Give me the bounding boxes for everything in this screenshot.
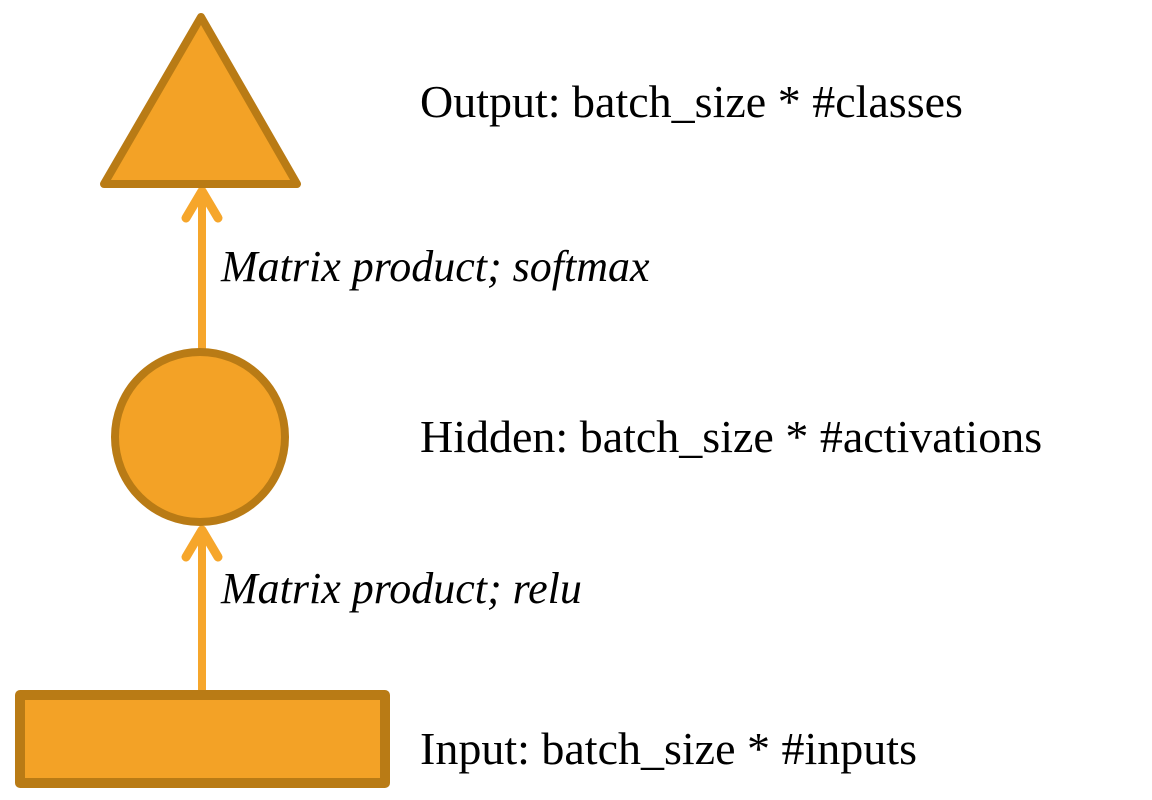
arrow-hidden-to-output <box>181 186 223 352</box>
output-node-triangle <box>100 13 301 188</box>
edge-label-softmax: Matrix product; softmax <box>220 242 650 291</box>
input-label: Input: batch_size * #inputs <box>420 723 917 774</box>
hidden-node-circle <box>111 348 289 526</box>
arrow-input-to-hidden <box>181 525 223 692</box>
edge-label-relu: Matrix product; relu <box>220 564 582 613</box>
hidden-label: Hidden: batch_size * #activations <box>420 411 1042 462</box>
arrowhead-up-icon <box>181 525 223 562</box>
output-label: Output: batch_size * #classes <box>420 76 963 127</box>
arrowhead-up-icon <box>181 186 223 223</box>
input-node-rectangle <box>15 690 390 788</box>
